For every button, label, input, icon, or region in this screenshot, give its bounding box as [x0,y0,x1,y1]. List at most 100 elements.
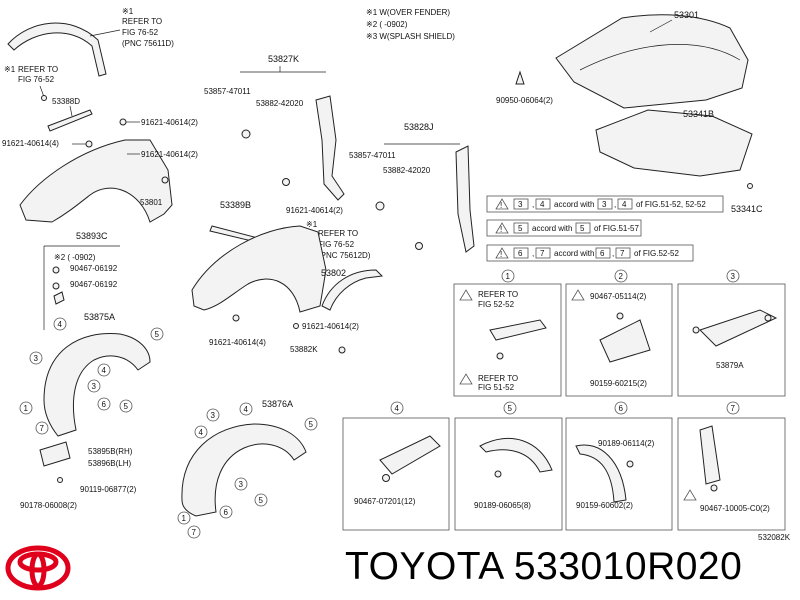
ref2-line0: ※1 [4,65,16,74]
label-91621-d: 91621-40614(2) [286,206,343,215]
callouts-left: 4 5 3 4 3 6 5 1 7 [19,317,164,435]
label-53341B: 53341B [683,109,714,119]
svg-text:90467-10005-C0(2): 90467-10005-C0(2) [700,504,770,513]
detail-panel-1: 1 REFER TO FIG 52-52 REFER TO FIG 51-52 [453,269,562,397]
svg-text:90159-60602(2): 90159-60602(2) [576,501,633,510]
svg-text:,: , [612,249,614,258]
ref1-line3: (PNC 75611D) [122,39,174,48]
ref1-line2: FIG 76-52 [122,28,159,37]
svg-text:4: 4 [622,200,627,209]
svg-text:accord with: accord with [554,249,594,258]
svg-text:6: 6 [600,249,605,258]
label-90467-a: 90467-06192 [70,264,118,273]
clip-icon [241,129,251,139]
svg-text:4: 4 [540,200,545,209]
svg-text:5: 5 [124,402,129,411]
svg-text:6: 6 [224,508,229,517]
clip-icon [53,291,65,305]
front-fender-53801-part [19,139,173,223]
front-fender-53802-part [191,225,327,313]
over-fender-front-part [7,22,107,77]
svg-text:6: 6 [102,400,107,409]
label-53341C: 53341C [731,204,763,214]
label-90467-b: 90467-06192 [70,280,118,289]
label-53388D: 53388D [52,97,80,106]
fender-bracket-53827K-part [315,95,345,201]
svg-text:4: 4 [244,405,249,414]
svg-text:7: 7 [620,249,625,258]
svg-text:3: 3 [211,411,216,420]
clip-icon [52,282,60,290]
svg-text:!: ! [500,250,502,259]
svg-text:5: 5 [580,224,585,233]
label-53876A: 53876A [262,399,293,409]
svg-text:3: 3 [92,382,97,391]
svg-text:,: , [532,249,534,258]
label-90119: 90119-06877(2) [80,485,137,494]
svg-text:5: 5 [309,420,314,429]
svg-text:53879A: 53879A [716,361,744,370]
toyota-logo [5,545,71,591]
splash-shield-53875A-part [43,333,151,437]
label-53896B: 53896B(LH) [88,459,131,468]
svg-text:of FIG.52-52: of FIG.52-52 [634,249,679,258]
svg-text:7: 7 [731,404,736,413]
svg-text:of FIG.51-52, 52-52: of FIG.51-52, 52-52 [636,200,706,209]
label-53301: 53301 [674,10,699,20]
svg-text:FIG 51-52: FIG 51-52 [478,383,515,392]
label-53882K: 53882K [290,345,318,354]
detail-panel-7: 7 90467-10005-C0(2) [677,401,786,531]
svg-text:7: 7 [192,528,197,537]
ref3-line1: REFER TO [318,229,358,238]
svg-text:1: 1 [24,404,29,413]
label-91621-b: 91621-40614(4) [2,139,59,148]
accord-row-1: ! 3 , 4 accord with 3 , 4 of FIG.51-52, … [486,195,724,213]
detail-panel-6: 6 90189-06114(2) 90159-60602(2) [565,401,673,531]
svg-text:3: 3 [518,200,523,209]
svg-text:accord with: accord with [532,224,572,233]
svg-text:1: 1 [182,514,187,523]
label-53389B: 53389B [220,200,251,210]
ref2-line2: FIG 76-52 [18,75,55,84]
clip-icon [747,183,753,189]
svg-text:of FIG.51-57: of FIG.51-57 [594,224,639,233]
svg-text:3: 3 [239,480,244,489]
note-3: ※3 W(SPLASH SHIELD) [366,32,455,41]
note-2: ※2 ( -0902) [366,20,408,29]
label-53875A: 53875A [84,312,115,322]
ref3-line3: (PNC 75612D) [318,251,371,260]
svg-text:5: 5 [155,330,160,339]
svg-text:4: 4 [58,320,63,329]
label-53893C: 53893C [76,231,108,241]
svg-text:1: 1 [506,272,511,281]
label-91621-a: 91621-40614(2) [141,118,198,127]
label-91621-e: 91621-40614(4) [209,338,266,347]
label-53857-1: 53857-47011 [204,87,251,96]
hood-crease [579,44,741,71]
svg-text:90189-06065(8): 90189-06065(8) [474,501,531,510]
svg-text:REFER TO: REFER TO [478,290,518,299]
clip-icon [338,346,346,354]
svg-text:3: 3 [731,272,736,281]
label-91621-f: 91621-40614(2) [302,322,359,331]
clip-icon [282,178,290,186]
ref1-line0: ※1 [122,7,134,16]
accord-row-3: ! 6 , 7 accord with 6 , 7 of FIG.52-52 [486,244,694,262]
label-53882-2: 53882-42020 [383,166,431,175]
hood-insulator-53341B-part [595,109,753,177]
label-90178: 90178-06008(2) [20,501,77,510]
fender-seal-53388D [47,109,93,132]
leader [69,105,73,117]
label-53895B: 53895B(RH) [88,447,133,456]
svg-text:!: ! [500,201,502,210]
detail-panel-5: 5 90189-06065(8) [454,401,563,531]
fender-bracket-53828J-part [455,145,475,253]
splash-shield-53876A-part [181,423,307,517]
svg-text:6: 6 [619,404,624,413]
svg-text:90467-07201(12): 90467-07201(12) [354,497,416,506]
label-90950: 90950-06064(2) [496,96,553,105]
bolt-icon [161,176,169,184]
detail-panel-4: 4 90467-07201(12) [342,401,450,531]
clip-icon [41,95,47,101]
svg-text:accord with: accord with [554,200,594,209]
